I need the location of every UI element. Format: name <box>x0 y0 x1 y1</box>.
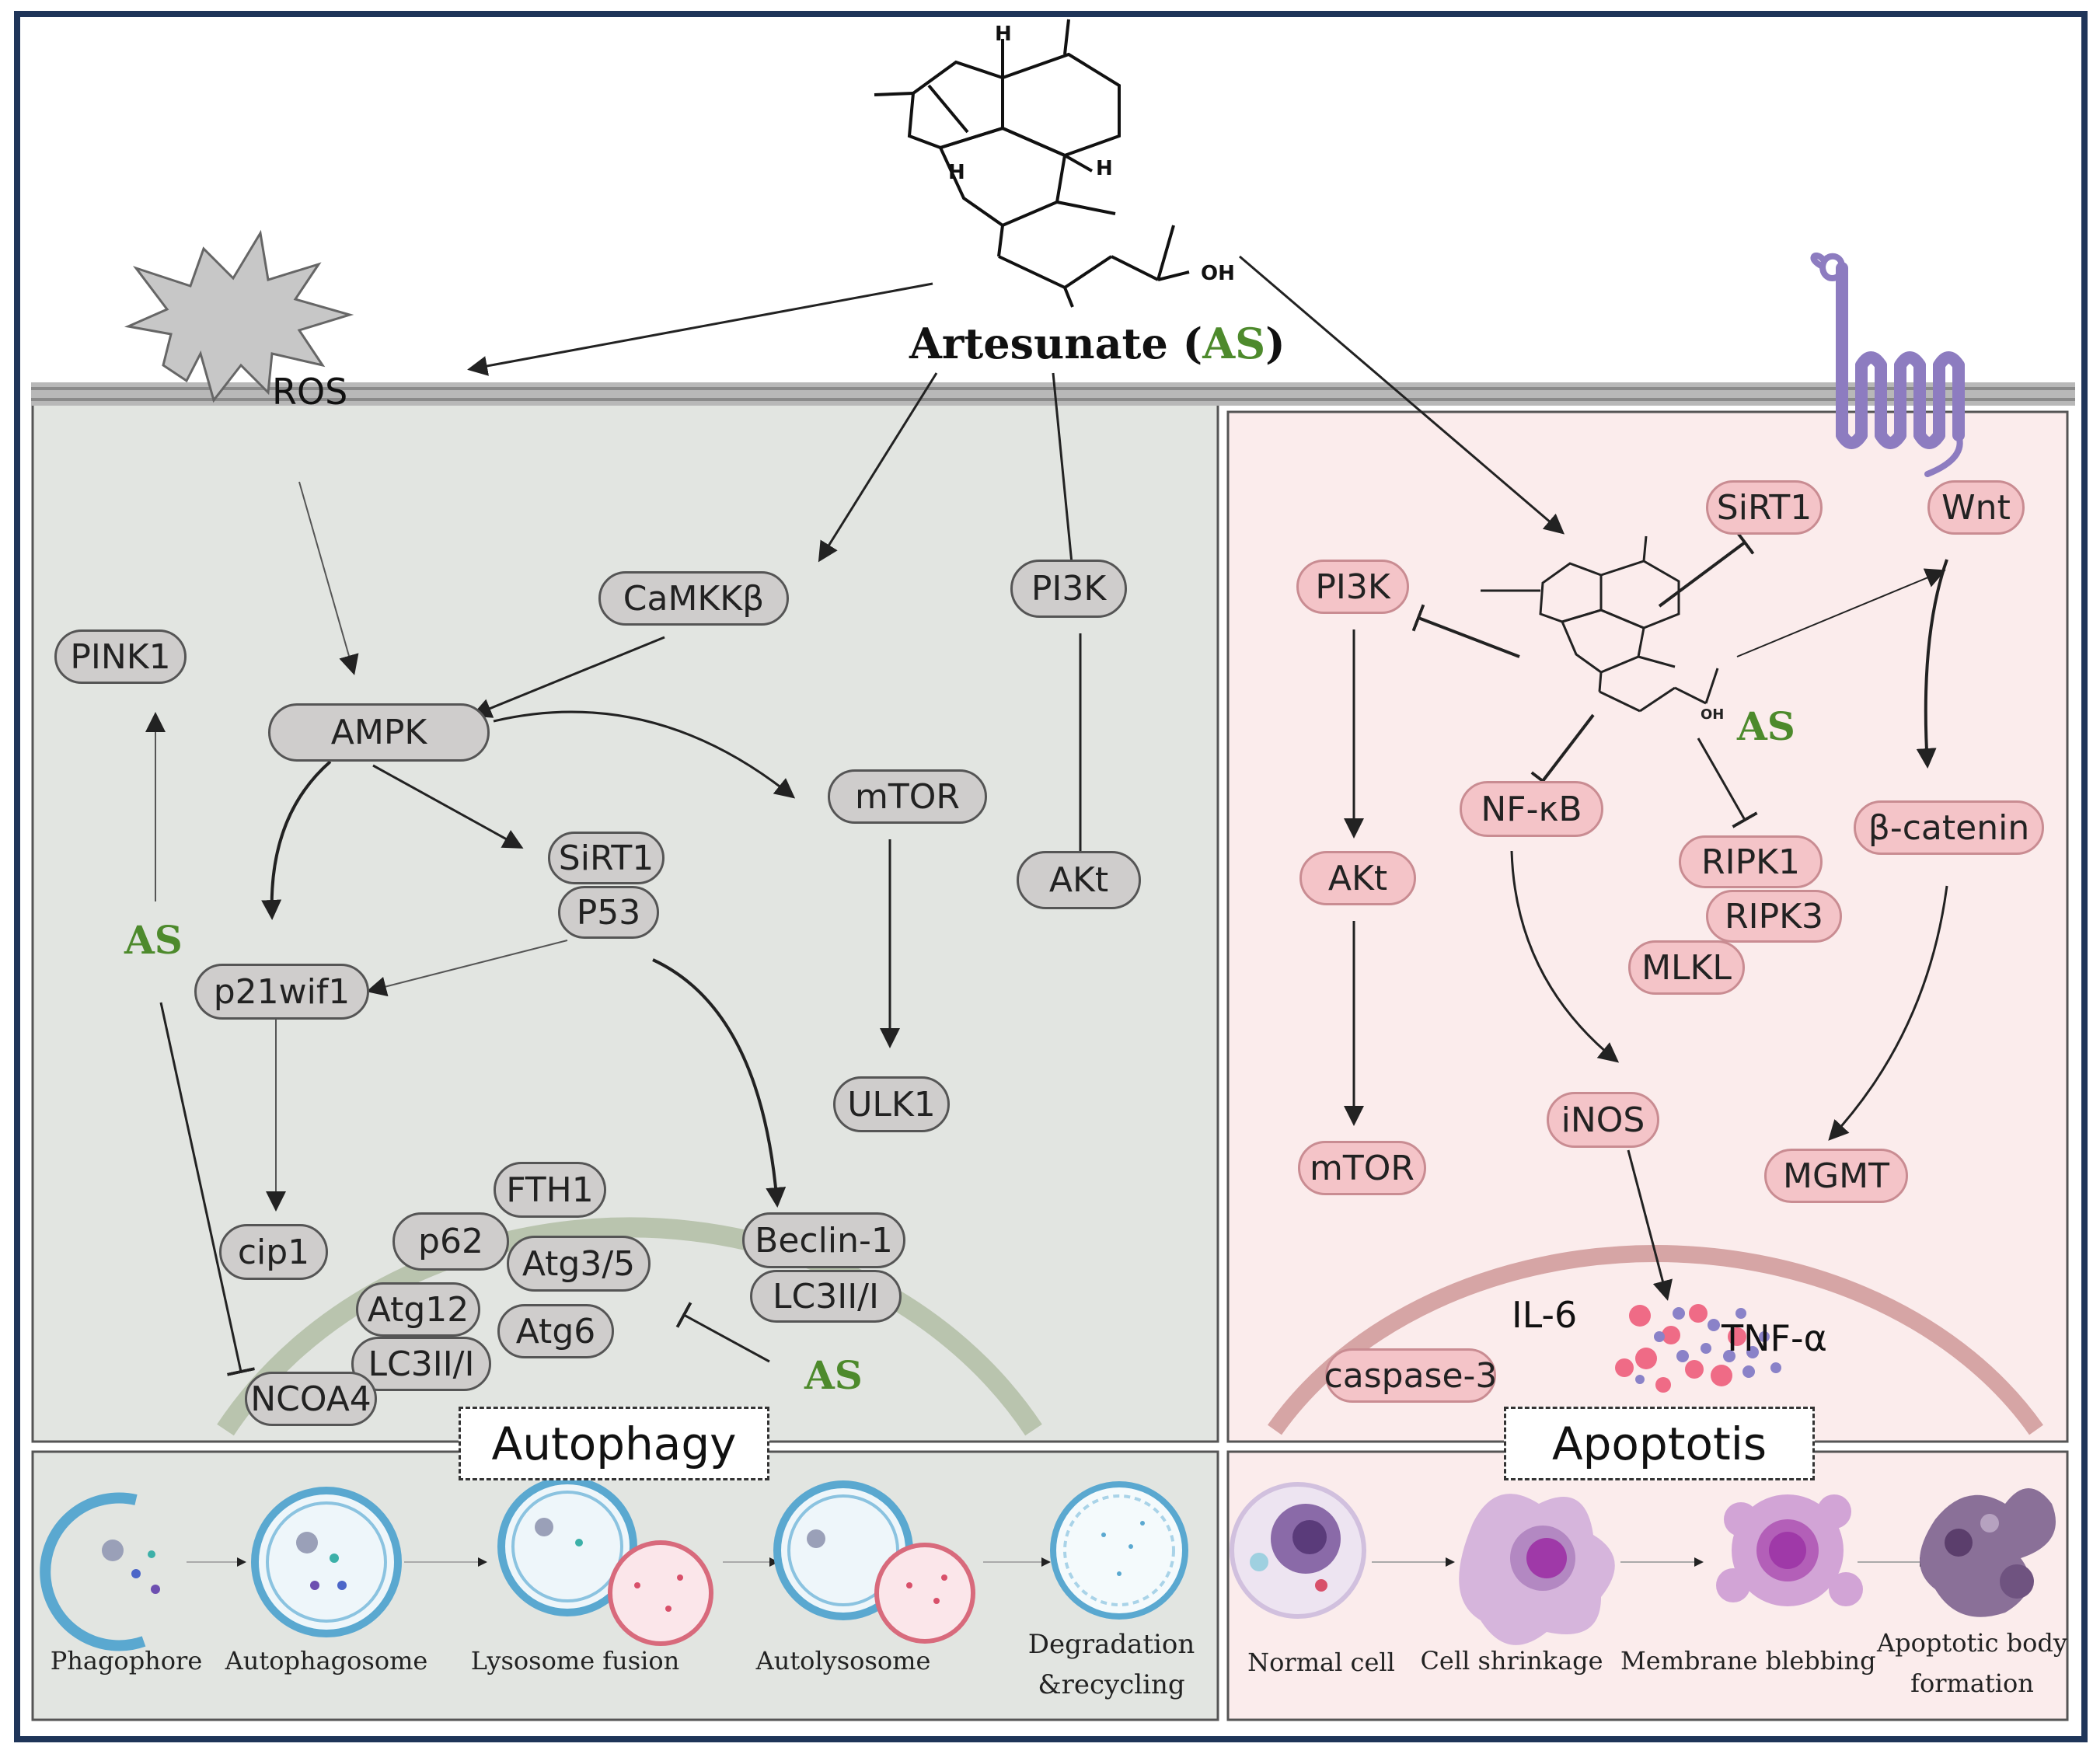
node-nfkb: NF-κB <box>1460 781 1603 837</box>
apoptosis-section-label: Apoptotis <box>1504 1407 1815 1480</box>
apoptosis-stage-icons <box>1230 1482 2056 1645</box>
node-pink1: PINK1 <box>54 629 187 684</box>
apoptosis-stage-4: Apoptotic body formation <box>1877 1628 2067 1698</box>
apoptosis-stage-3: Membrane blebbing <box>1620 1646 1876 1676</box>
cytokine-dots <box>1615 1304 1781 1393</box>
node-sirt1-apoptosis: SiRT1 <box>1706 480 1823 535</box>
node-caspase3: caspase-3 <box>1324 1348 1497 1403</box>
ros-label: ROS <box>272 371 348 413</box>
autophagy-section-label: Autophagy <box>459 1407 769 1480</box>
node-p53: P53 <box>558 886 659 939</box>
node-pi3k-apoptosis: PI3K <box>1296 560 1409 614</box>
node-sirt1-autophagy: SiRT1 <box>548 832 665 884</box>
node-bcatenin: β-catenin <box>1854 800 2044 855</box>
node-mgmt: MGMT <box>1764 1149 1908 1203</box>
as-label-atg: AS <box>804 1352 863 1398</box>
cytokine-il6: IL-6 <box>1512 1294 1578 1336</box>
node-p62: p62 <box>392 1212 509 1271</box>
cell-membrane <box>31 382 2075 406</box>
apoptosis-stage-1: Normal cell <box>1247 1648 1395 1677</box>
autophagy-stage-1: Phagophore <box>50 1646 203 1676</box>
node-mlkl: MLKL <box>1628 940 1745 995</box>
cytokine-tnfa: TNF-α <box>1722 1317 1827 1359</box>
node-atg12: Atg12 <box>356 1282 480 1337</box>
node-lc3-right: LC3II/I <box>750 1270 902 1323</box>
node-pi3k-autophagy: PI3K <box>1010 560 1127 618</box>
title-suffix: ) <box>1265 319 1285 368</box>
autophagy-stage-3: Lysosome fusion <box>470 1646 680 1676</box>
node-atg35: Atg3/5 <box>507 1236 651 1292</box>
autophagy-stage-5: Degradation &recycling <box>1027 1629 1195 1700</box>
node-camkkb: CaMKKβ <box>598 571 789 626</box>
node-akt-apoptosis: AKt <box>1299 851 1416 905</box>
node-beclin1: Beclin-1 <box>742 1212 905 1268</box>
node-ripk1: RIPK1 <box>1679 835 1823 888</box>
node-fth1: FTH1 <box>494 1162 606 1218</box>
as-label-pink1: AS <box>124 917 183 963</box>
artesunate-title: Artesunate (AS) <box>909 319 1285 368</box>
artesunate-structure <box>874 19 1190 308</box>
as-label-apoptosis: AS <box>1737 703 1795 749</box>
chem-h-label-2: H <box>948 161 965 184</box>
node-cip1: cip1 <box>219 1224 328 1280</box>
autophagy-stage-icons <box>40 1477 1188 1651</box>
node-akt-autophagy: AKt <box>1017 851 1141 909</box>
wnt-receptor <box>1810 252 1965 477</box>
autophagy-stage-2: Autophagosome <box>225 1646 428 1676</box>
node-ampk: AMPK <box>268 703 490 762</box>
node-p21wif1: p21wif1 <box>194 964 369 1020</box>
apoptosis-stage-2: Cell shrinkage <box>1420 1646 1603 1676</box>
chem-h-label-1: H <box>995 23 1012 46</box>
ros-starburst <box>124 229 354 403</box>
as-structure-small <box>1481 535 1719 713</box>
chem-oh-label: OH <box>1201 262 1235 285</box>
node-ncoa4: NCOA4 <box>245 1372 377 1426</box>
node-ripk3: RIPK3 <box>1706 890 1842 943</box>
node-lc3-left: LC3II/I <box>351 1337 491 1391</box>
node-wnt: Wnt <box>1927 480 2025 535</box>
node-mtor-autophagy: mTOR <box>828 769 987 824</box>
node-atg6: Atg6 <box>497 1304 614 1358</box>
node-inos: iNOS <box>1547 1092 1659 1148</box>
autophagy-stage-4: Autolysosome <box>755 1646 931 1676</box>
title-abbr: AS <box>1202 319 1266 368</box>
node-mtor-apoptosis: mTOR <box>1298 1141 1426 1195</box>
chem-h-label-3: H <box>1096 157 1113 180</box>
chem-oh-label-small: OH <box>1701 706 1724 723</box>
autophagy-nucleus-envelope <box>217 1217 1042 1436</box>
title-prefix: Artesunate ( <box>909 319 1203 368</box>
node-ulk1: ULK1 <box>833 1076 950 1132</box>
apoptosis-stages-panel <box>1226 1450 2069 1721</box>
